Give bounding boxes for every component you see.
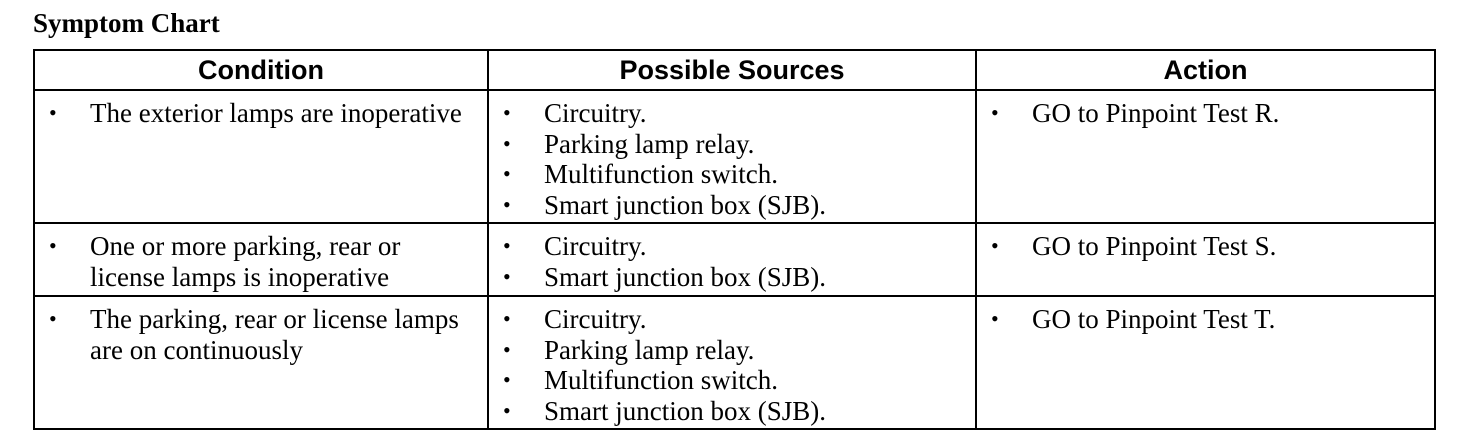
source-item: Parking lamp relay. — [489, 129, 967, 160]
action-cell: GO to Pinpoint Test T. — [975, 295, 1436, 430]
column-header-possible-sources: Possible Sources — [487, 49, 977, 91]
source-item: Circuitry. — [489, 304, 967, 335]
table-row: The parking, rear or license lamps are o… — [33, 295, 1436, 430]
condition-text: One or more parking, rear or license lam… — [35, 231, 479, 292]
action-cell: GO to Pinpoint Test S. — [975, 222, 1436, 297]
action-text: GO to Pinpoint Test R. — [977, 98, 1426, 129]
table-row: One or more parking, rear or license lam… — [33, 222, 1436, 297]
page-title: Symptom Chart — [33, 8, 220, 38]
source-item: Multifunction switch. — [489, 365, 967, 396]
source-item: Smart junction box (SJB). — [489, 190, 967, 221]
source-item: Multifunction switch. — [489, 159, 967, 190]
source-item: Smart junction box (SJB). — [489, 396, 967, 427]
source-item: Smart junction box (SJB). — [489, 262, 967, 293]
sources-cell: Circuitry. Parking lamp relay. Multifunc… — [487, 89, 977, 224]
column-header-action: Action — [975, 49, 1436, 91]
source-item: Parking lamp relay. — [489, 335, 967, 366]
table-header-row: Condition Possible Sources Action — [33, 49, 1436, 91]
sources-cell: Circuitry. Smart junction box (SJB). — [487, 222, 977, 297]
sources-cell: Circuitry. Parking lamp relay. Multifunc… — [487, 295, 977, 430]
action-text: GO to Pinpoint Test T. — [977, 304, 1426, 335]
table-row: The exterior lamps are inoperative Circu… — [33, 89, 1436, 224]
condition-cell: One or more parking, rear or license lam… — [33, 222, 489, 297]
condition-text: The exterior lamps are inoperative — [35, 98, 479, 129]
action-text: GO to Pinpoint Test S. — [977, 231, 1426, 262]
condition-cell: The parking, rear or license lamps are o… — [33, 295, 489, 430]
symptom-table: Condition Possible Sources Action The ex… — [33, 49, 1436, 430]
source-item: Circuitry. — [489, 98, 967, 129]
source-item: Circuitry. — [489, 231, 967, 262]
condition-cell: The exterior lamps are inoperative — [33, 89, 489, 224]
action-cell: GO to Pinpoint Test R. — [975, 89, 1436, 224]
column-header-condition: Condition — [33, 49, 489, 91]
condition-text: The parking, rear or license lamps are o… — [35, 304, 479, 365]
